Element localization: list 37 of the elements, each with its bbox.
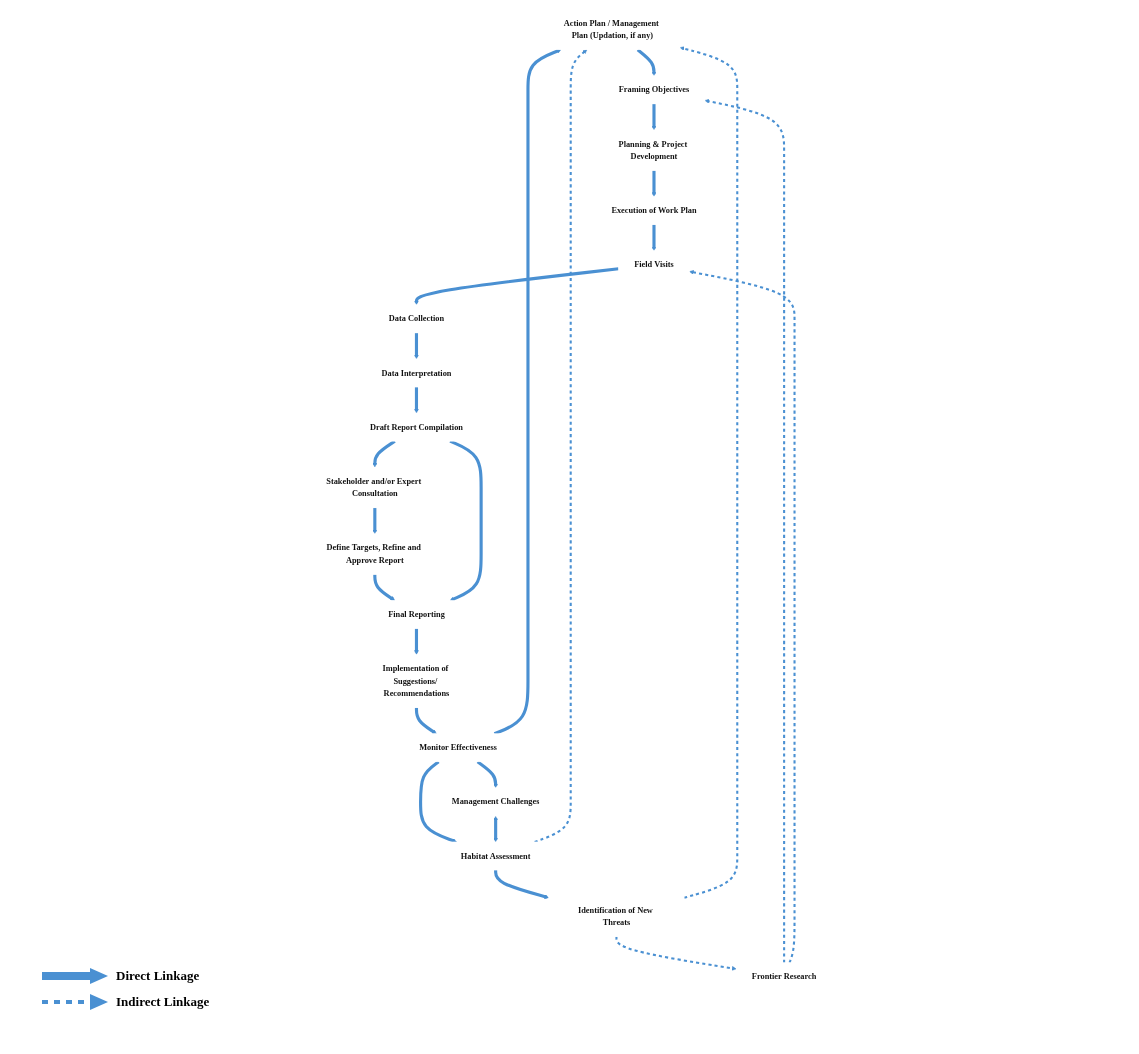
node-text: Stakeholder and/or Expert Consultation (326, 476, 422, 498)
arrow (476, 760, 498, 789)
arrow (418, 760, 457, 843)
arrow (651, 224, 657, 251)
arrow (372, 507, 378, 535)
legend-label: Direct Linkage (116, 968, 200, 984)
node-text: Framing Objectives (618, 85, 690, 94)
node-text: Draft Report Compilation (369, 422, 463, 432)
node-text: Data Collection (388, 314, 445, 324)
node-text: Monitor Effectiveness (419, 743, 497, 752)
arrow (414, 332, 419, 360)
node-text: Frontier Research (751, 972, 817, 981)
arrow (414, 707, 437, 734)
node-text: Implementation of Suggestions/ Recommendations (382, 663, 450, 698)
arrow (493, 815, 498, 843)
arrow (414, 387, 419, 414)
arrow (689, 270, 796, 964)
node-text: Execution of Work Plan (611, 205, 697, 215)
node-text: Field Visits (634, 260, 674, 269)
arrow (704, 99, 786, 963)
arrow (373, 574, 395, 601)
arrow (651, 170, 657, 197)
node-text: Planning & Project Development (618, 139, 688, 161)
node-text: Data Interpretation (381, 368, 452, 378)
arrow (636, 48, 657, 76)
arrow (414, 267, 619, 305)
legend-label: Indirect Linkage (116, 994, 210, 1010)
arrow (651, 103, 657, 131)
node-text: Define Targets, Refine and Approve Report (326, 543, 421, 565)
arrow (615, 936, 737, 971)
node-text: Action Plan / Management Plan (Updation, if any) (563, 18, 659, 40)
arrow (679, 46, 739, 899)
node-text: Final Reporting (388, 609, 445, 619)
arrow (414, 628, 419, 655)
node-text: Management Challenges (451, 797, 540, 807)
node-text: Habitat Assessment (460, 851, 531, 861)
node-text: Identification of New Threats (577, 905, 653, 927)
